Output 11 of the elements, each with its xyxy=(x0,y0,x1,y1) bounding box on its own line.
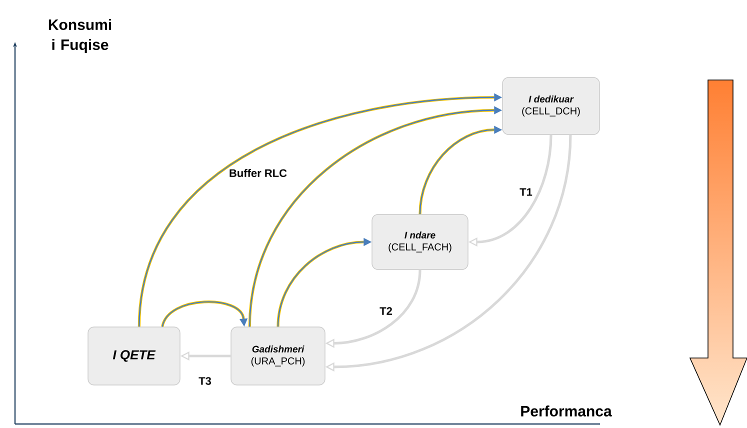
axis-label: Konsumi i Fuqise xyxy=(48,19,112,53)
state-box: I QETE xyxy=(88,326,180,386)
edge-label: T1 xyxy=(518,187,534,197)
state-box: Gadishmeri (URA_PCH) xyxy=(230,326,326,386)
state-box: I dedikuar (CELL_DCH) xyxy=(502,77,600,135)
axis-label: Performanca xyxy=(521,405,612,416)
buffer-label: Buffer RLC xyxy=(230,168,287,178)
arrow xyxy=(161,300,248,328)
state-box: I ndare (CELL_FACH) xyxy=(372,214,468,270)
edge-label: T3 xyxy=(198,376,212,386)
edge-label: T2 xyxy=(378,306,394,316)
